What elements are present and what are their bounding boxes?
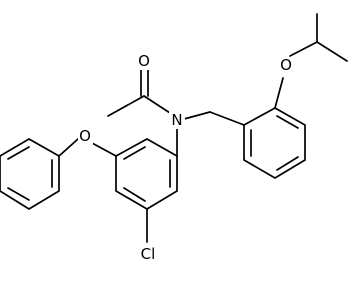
nitrogen-label: N <box>171 111 182 129</box>
bond-aryl-isopropoxy-oxygen <box>274 77 284 109</box>
bond-chlorophenyl-inner-2 <box>123 187 146 202</box>
bond-chlorophenyl-ring <box>115 138 178 210</box>
bond-benzyl-ring-inner-3 <box>276 115 299 129</box>
oxygen-isopropoxy-background <box>279 57 294 74</box>
bond-isopropyl-methyl-right <box>316 41 348 62</box>
bond-phenoxy-inner-3 <box>7 146 30 160</box>
bond-benzyl-ring-inner-2 <box>276 156 299 171</box>
bond-phenoxy-ring <box>0 138 60 210</box>
oxygen-carbonyl-label: O <box>138 52 150 70</box>
nitrogen-background <box>169 111 185 129</box>
bond-isopropoxy-oxygen-ch <box>289 41 318 57</box>
bond-ch2-benzyl-ring <box>209 111 245 126</box>
bond-phenoxy-oxygen-ring <box>58 138 79 157</box>
oxygen-phenoxy-background <box>78 128 93 145</box>
oxygen-carbonyl-background <box>137 53 152 70</box>
bond-phenoxy-inner-2 <box>7 187 30 201</box>
oxygen-isopropoxy-label: O <box>280 56 292 74</box>
bond-methyl-carbonyl <box>107 95 145 117</box>
bond-nitrogen-benzyl-ch2 <box>183 111 211 120</box>
bond-aryl-phenoxy-oxygen <box>91 142 117 157</box>
oxygen-phenoxy-label: O <box>79 127 91 145</box>
chlorine-background <box>136 245 160 262</box>
bond-chlorophenyl-inner-3 <box>123 146 146 160</box>
chlorine-label: Cl <box>141 245 156 263</box>
bond-benzyl-ring <box>243 107 306 179</box>
bond-carbonyl-nitrogen <box>143 95 171 114</box>
